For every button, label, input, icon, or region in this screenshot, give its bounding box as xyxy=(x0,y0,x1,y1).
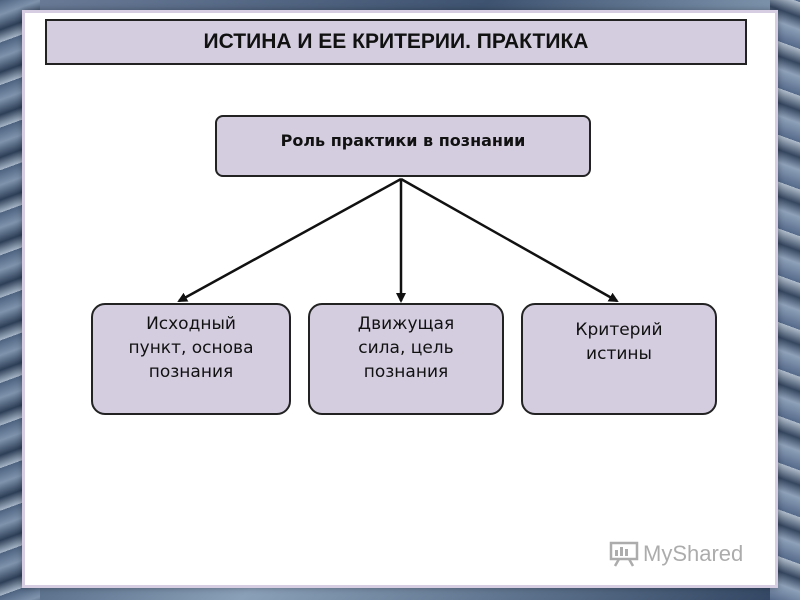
presentation-board-icon xyxy=(609,541,639,567)
diagram-connectors xyxy=(177,177,619,303)
diagram-child-node-1: Исходный пункт, основа познания xyxy=(91,303,291,415)
arrow-to-child-3 xyxy=(400,177,619,303)
diagram-child-node-2: Движущая сила, цель познания xyxy=(308,303,504,415)
arrow-to-child-1 xyxy=(177,177,402,303)
diagram-child-node-3: Критерий истины xyxy=(521,303,717,415)
slide: ИСТИНА И ЕЕ КРИТЕРИИ. ПРАКТИКА Роль прак… xyxy=(22,10,778,588)
diagram-root-node: Роль практики в познании xyxy=(215,115,591,177)
slide-title: ИСТИНА И ЕЕ КРИТЕРИИ. ПРАКТИКА xyxy=(45,19,747,65)
watermark-text: MyShared xyxy=(643,541,744,566)
watermark-logo: MyShared xyxy=(609,541,743,567)
